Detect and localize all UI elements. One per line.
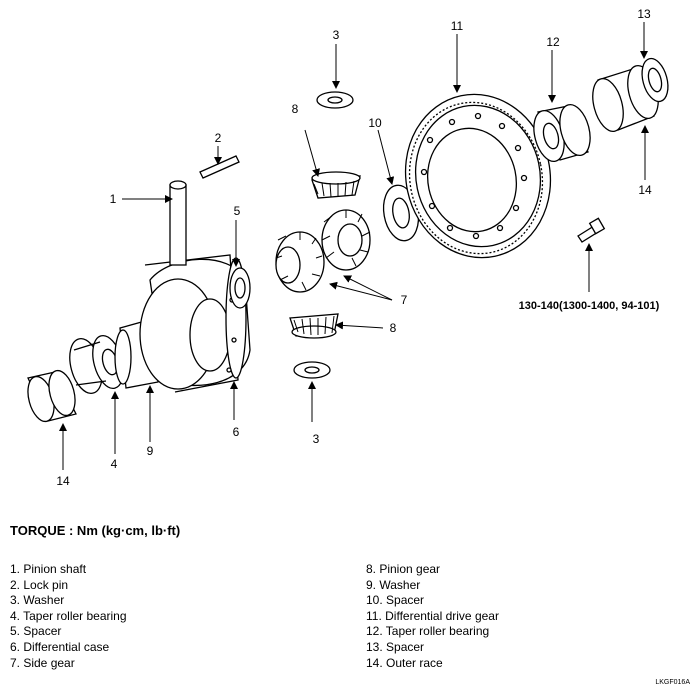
leader-lines [59, 22, 649, 470]
callout-11: 11 [451, 19, 464, 33]
callout-8-bottom: 8 [390, 321, 397, 335]
callout-3-top: 3 [333, 28, 340, 42]
callout-4: 4 [111, 457, 118, 471]
legend-item-pinion-gear: 8. Pinion gear [366, 562, 441, 576]
differential-drive-gear [404, 93, 552, 259]
callout-7: 7 [401, 293, 408, 307]
spacer-13 [641, 57, 669, 103]
callout-13: 13 [637, 7, 651, 21]
callout-5: 5 [234, 204, 241, 218]
washer-top [316, 91, 354, 109]
washer-bottom [293, 361, 331, 379]
callout-8-top: 8 [292, 102, 299, 116]
legend-item-differential-case: 6. Differential case [10, 639, 110, 654]
legend-item-side-gear: 7. Side gear [10, 655, 75, 670]
callout-14-right: 14 [638, 183, 652, 197]
side-gear-upper [321, 209, 371, 271]
callout-10: 10 [368, 116, 382, 130]
callout-numbers: 1 2 3 3 4 5 6 7 8 8 9 10 11 12 13 14 14 … [56, 7, 659, 488]
callout-1: 1 [110, 192, 117, 206]
pinion-shaft [169, 180, 187, 266]
legend-item-washer: 3. Washer [10, 593, 65, 608]
legend-item-washer-9: 9. Washer [366, 577, 421, 592]
callout-2: 2 [215, 131, 222, 145]
bolt [577, 217, 606, 243]
spacer-left [229, 267, 251, 309]
legend-item-differential-drive-gear: 11. Differential drive gear [366, 608, 499, 623]
callout-9: 9 [147, 444, 154, 458]
legend-item-lock-pin: 2. Lock pin [10, 577, 69, 592]
legend-item-outer-race: 14. Outer race [366, 655, 443, 670]
legend-item-spacer: 5. Spacer [10, 624, 62, 639]
lock-pin [199, 155, 240, 179]
pinion-gear-bottom [289, 313, 339, 339]
outer-race-left [27, 369, 77, 423]
callout-3-bottom: 3 [313, 432, 320, 446]
legend-item-spacer-10: 10. Spacer [366, 593, 425, 608]
legend-item-taper-roller-bearing: 4. Taper roller bearing [10, 608, 127, 623]
legend-item-spacer-13: 13. Spacer [366, 639, 425, 654]
callout-14-left: 14 [56, 474, 70, 488]
pinion-gear-top [311, 171, 361, 199]
differential-case [114, 254, 251, 393]
legend-item-pinion-shaft: 1. Pinion shaft [10, 562, 87, 576]
callout-12: 12 [546, 35, 560, 49]
bolt-torque-spec: 130-140(1300-1400, 94-101) [519, 300, 660, 312]
figure-code: LKGF016A [655, 679, 690, 686]
callout-6: 6 [233, 425, 240, 439]
exploded-view-diagram: 1 2 3 3 4 5 6 7 8 8 9 10 11 12 13 14 14 … [27, 7, 669, 488]
legend-item-taper-roller-bearing-12: 12. Taper roller bearing [366, 624, 490, 639]
taper-bearing-right [533, 103, 591, 163]
side-gear-lower [275, 231, 325, 293]
torque-heading: TORQUE : Nm (kg·cm, lb·ft) [10, 523, 181, 538]
legend-left-column: 1. Pinion shaft 2. Lock pin 3. Washer 4.… [10, 562, 127, 671]
legend-right-column: 8. Pinion gear 9. Washer 10. Spacer 11. … [366, 562, 499, 671]
